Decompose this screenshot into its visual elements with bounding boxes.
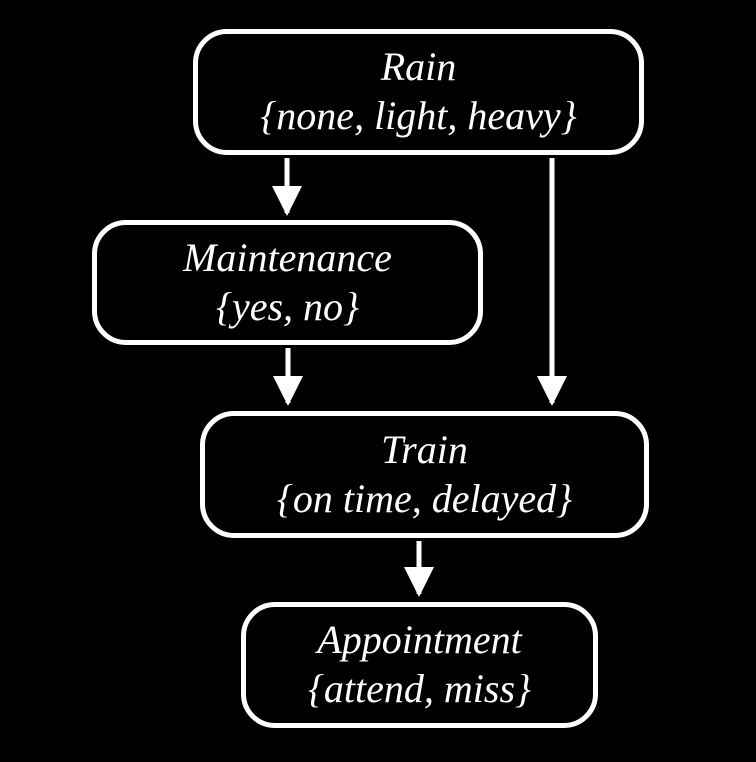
node-appointment: Appointment {attend, miss} xyxy=(241,602,598,728)
node-train: Train {on time, delayed} xyxy=(200,411,649,538)
node-train-label: Train xyxy=(381,426,468,472)
node-rain: Rain {none, light, heavy} xyxy=(193,29,644,155)
node-appointment-values: {attend, miss} xyxy=(307,666,532,711)
node-maintenance-label: Maintenance xyxy=(183,234,392,280)
node-maintenance-values: {yes, no} xyxy=(215,283,360,329)
node-maintenance: Maintenance {yes, no} xyxy=(92,220,483,345)
node-train-values: {on time, delayed} xyxy=(276,475,573,521)
node-rain-values: {none, light, heavy} xyxy=(260,93,577,138)
node-appointment-label: Appointment xyxy=(317,617,522,663)
node-rain-label: Rain xyxy=(380,44,457,90)
